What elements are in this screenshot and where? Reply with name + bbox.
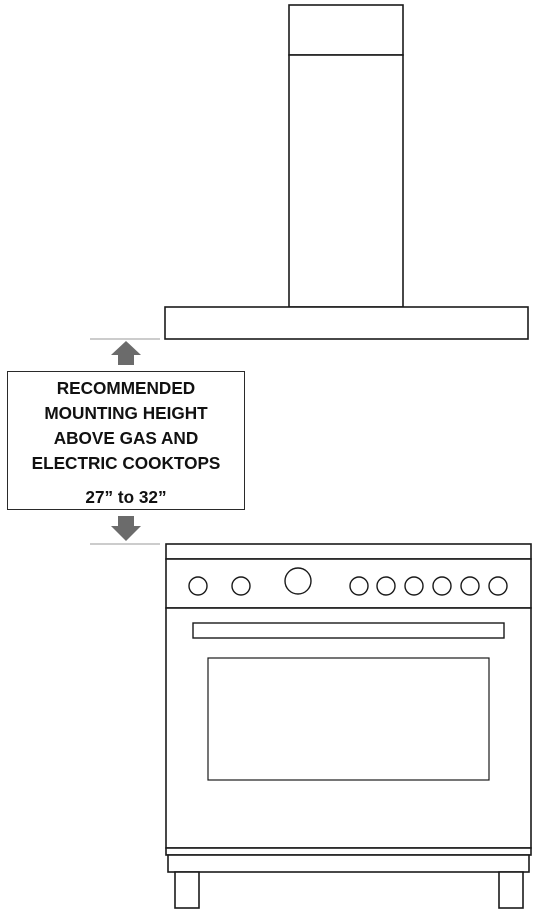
control-knobs [188, 567, 508, 596]
knob [460, 576, 480, 596]
knob [376, 576, 396, 596]
cooktop-top [165, 543, 532, 560]
knob [188, 576, 208, 596]
knob [488, 576, 508, 596]
label-line-2: MOUNTING HEIGHT [44, 403, 208, 423]
arrow-down-icon [111, 516, 141, 541]
hood-chimney-top [288, 4, 404, 56]
hood-chimney [288, 54, 404, 308]
label-line-3: ABOVE GAS AND [53, 428, 199, 448]
foot-left [174, 871, 200, 909]
oven-window [207, 657, 490, 781]
knob [404, 576, 424, 596]
range-oven [165, 543, 532, 909]
label-text-block: RECOMMENDED MOUNTING HEIGHT ABOVE GAS AN… [8, 376, 244, 476]
oven-handle [192, 622, 505, 639]
range-hood [164, 4, 529, 340]
mounting-height-label: RECOMMENDED MOUNTING HEIGHT ABOVE GAS AN… [7, 371, 245, 510]
height-range: 27” to 32” [85, 487, 167, 507]
label-line-1: RECOMMENDED [56, 378, 196, 398]
arrow-up-icon [111, 341, 141, 365]
knob [231, 576, 251, 596]
kick-plate [165, 847, 532, 856]
knob [432, 576, 452, 596]
knob-large [284, 567, 312, 595]
label-line-4: ELECTRIC COOKTOPS [31, 453, 221, 473]
base-plinth [167, 854, 530, 873]
knob [349, 576, 369, 596]
foot-right [498, 871, 524, 909]
hood-canopy [164, 306, 529, 340]
